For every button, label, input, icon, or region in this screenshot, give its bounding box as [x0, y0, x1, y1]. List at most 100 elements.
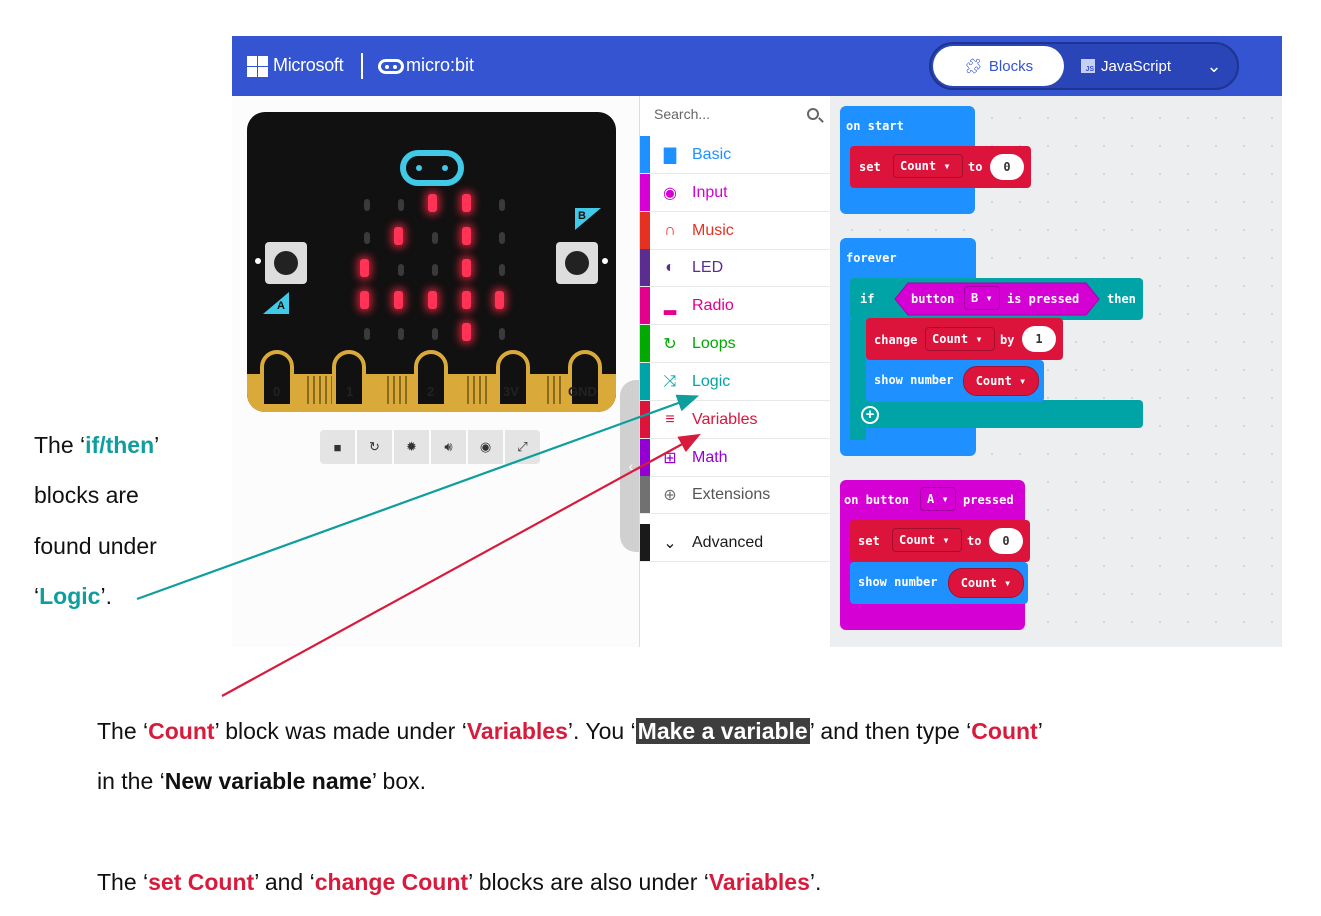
count-variable-dropdown[interactable]: Count ▾ — [892, 528, 962, 552]
count-variable-reporter[interactable]: Count ▾ — [948, 568, 1024, 598]
simulator-panel: A B 0 1 2 3V GND ■ ↻ ✹ 🔊︎ ◉ — [232, 96, 642, 647]
blocks-tab-button[interactable]: 🧩︎ Blocks — [933, 46, 1064, 86]
led — [398, 199, 404, 211]
category-color-bar — [640, 439, 650, 476]
category-color-bar — [640, 212, 650, 249]
led — [462, 227, 471, 245]
led — [360, 259, 369, 277]
show-number-label: show number — [874, 373, 954, 387]
target-icon: ◉ — [663, 184, 677, 202]
button-b-label: B — [578, 210, 586, 222]
led — [428, 291, 437, 309]
category-color-bar — [640, 136, 650, 173]
on-button-label: on button — [844, 493, 910, 507]
pin-label: 0 — [273, 384, 281, 399]
by-label: by — [1000, 333, 1015, 347]
led — [499, 199, 505, 211]
value-input[interactable]: 0 — [989, 528, 1023, 554]
pin-3v[interactable] — [496, 350, 530, 408]
forever-label: forever — [846, 251, 897, 265]
blocks-tab-label: Blocks — [988, 57, 1034, 75]
on-start-label: on start — [846, 119, 904, 133]
category-color-bar — [640, 174, 650, 211]
toolbox-category-basic[interactable]: ▇ Basic — [640, 136, 831, 174]
toolbox-category-led[interactable]: ◐LED — [640, 249, 831, 287]
category-color-bar — [640, 287, 650, 324]
toolbox-category-variables[interactable]: ≡Variables — [640, 401, 831, 439]
button-a-dropdown[interactable]: A ▾ — [920, 487, 956, 511]
top-bar: Microsoft micro:bit 🧩︎ Blocks JS JavaScr… — [232, 36, 1282, 96]
makecode-editor: Microsoft micro:bit 🧩︎ Blocks JS JavaScr… — [232, 36, 1282, 647]
category-label: Music — [692, 221, 734, 239]
toolbox-category-advanced[interactable]: ⌄Advanced — [640, 524, 831, 562]
led — [462, 323, 471, 341]
then-label: then — [1107, 292, 1136, 306]
toolbox-category-input[interactable]: ◉Input — [640, 174, 831, 212]
pin-label: 2 — [427, 384, 435, 399]
javascript-tab-button[interactable]: JS JavaScript — [1081, 46, 1191, 86]
signal-icon: ▂ — [663, 297, 677, 315]
category-color-bar — [640, 363, 650, 400]
button-b[interactable] — [556, 242, 598, 284]
brand-separator — [361, 53, 363, 79]
button-b-dropdown[interactable]: B ▾ — [964, 286, 1000, 310]
toolbox-search-input[interactable]: Search... — [640, 96, 831, 136]
list-icon: ≡ — [665, 410, 675, 428]
toolbox-category-music[interactable]: ∩ Music — [640, 212, 831, 250]
pin-gnd[interactable] — [568, 350, 602, 408]
js-file-icon: JS — [1081, 59, 1095, 73]
category-label: Loops — [692, 334, 736, 352]
debug-icon[interactable]: ✹ — [394, 430, 429, 464]
category-color-bar — [640, 524, 650, 561]
button-a[interactable] — [265, 242, 307, 284]
annotation-bottom-line3: The ‘set Count’ and ‘change Count’ block… — [97, 869, 822, 895]
plus-circle-icon: ⊕ — [663, 486, 677, 504]
stop-icon[interactable]: ■ — [320, 430, 355, 464]
chevron-down-icon[interactable]: ⌄ — [1206, 55, 1222, 76]
calculator-icon: ⊞ — [663, 449, 677, 467]
mute-icon[interactable]: 🔊︎ — [431, 430, 466, 464]
category-color-bar — [640, 476, 650, 513]
pin-1[interactable] — [332, 350, 366, 408]
pin-2[interactable] — [414, 350, 448, 408]
to-label: to — [967, 534, 982, 548]
set-label: set — [858, 534, 880, 548]
blocks-workspace[interactable]: on start set Count ▾ to 0 forever if but… — [830, 96, 1282, 647]
headphones-icon: ∩ — [664, 221, 676, 239]
value-input[interactable]: 1 — [1022, 326, 1056, 352]
count-variable-reporter[interactable]: Count ▾ — [963, 366, 1039, 396]
microbit-logo-touch[interactable] — [400, 150, 464, 186]
led — [432, 328, 438, 340]
count-variable-dropdown[interactable]: Count ▾ — [893, 154, 963, 178]
toolbox-category-extensions[interactable]: ⊕Extensions — [640, 476, 831, 514]
loop-icon: ↻ — [663, 335, 677, 353]
toolbox-category-loops[interactable]: ↻ Loops — [640, 325, 831, 363]
restart-icon[interactable]: ↻ — [357, 430, 392, 464]
toggle-icon: ◐ — [665, 258, 675, 276]
simulator-toolbar: ■ ↻ ✹ 🔊︎ ◉ ⤢ — [320, 430, 540, 464]
led — [499, 328, 505, 340]
search-placeholder: Search... — [654, 106, 711, 122]
pin-0[interactable] — [260, 350, 294, 408]
toolbox-category-logic[interactable]: ⤨Logic — [640, 363, 831, 401]
annotation-bottom-line2: in the ‘New variable name’ box. — [97, 768, 426, 794]
if-label: if — [860, 292, 875, 306]
toolbox-category-math[interactable]: ⊞ Math — [640, 439, 831, 477]
fullscreen-icon[interactable]: ⤢ — [505, 430, 540, 464]
grid-icon: ▇ — [663, 146, 677, 164]
brand-microsoft: Microsoft — [273, 55, 344, 75]
pin-label: 3V — [503, 384, 519, 399]
microbit-board: A B 0 1 2 3V GND — [247, 112, 616, 412]
button-b-marker-icon — [575, 208, 601, 230]
count-variable-dropdown[interactable]: Count ▾ — [925, 327, 995, 351]
chevron-down-icon: ⌄ — [663, 534, 677, 552]
screenshot-icon[interactable]: ◉ — [468, 430, 503, 464]
toolbox: Search... ▇ Basic ◉Input ∩ Music ◐LED▂Radio ↻ L… — [639, 96, 831, 647]
category-label: Basic — [692, 145, 732, 163]
category-label: Math — [692, 448, 728, 466]
toolbox-category-radio[interactable]: ▂Radio — [640, 287, 831, 325]
value-input[interactable]: 0 — [990, 154, 1024, 180]
led — [394, 291, 403, 309]
add-branch-icon[interactable]: + — [861, 406, 879, 424]
led — [495, 291, 504, 309]
